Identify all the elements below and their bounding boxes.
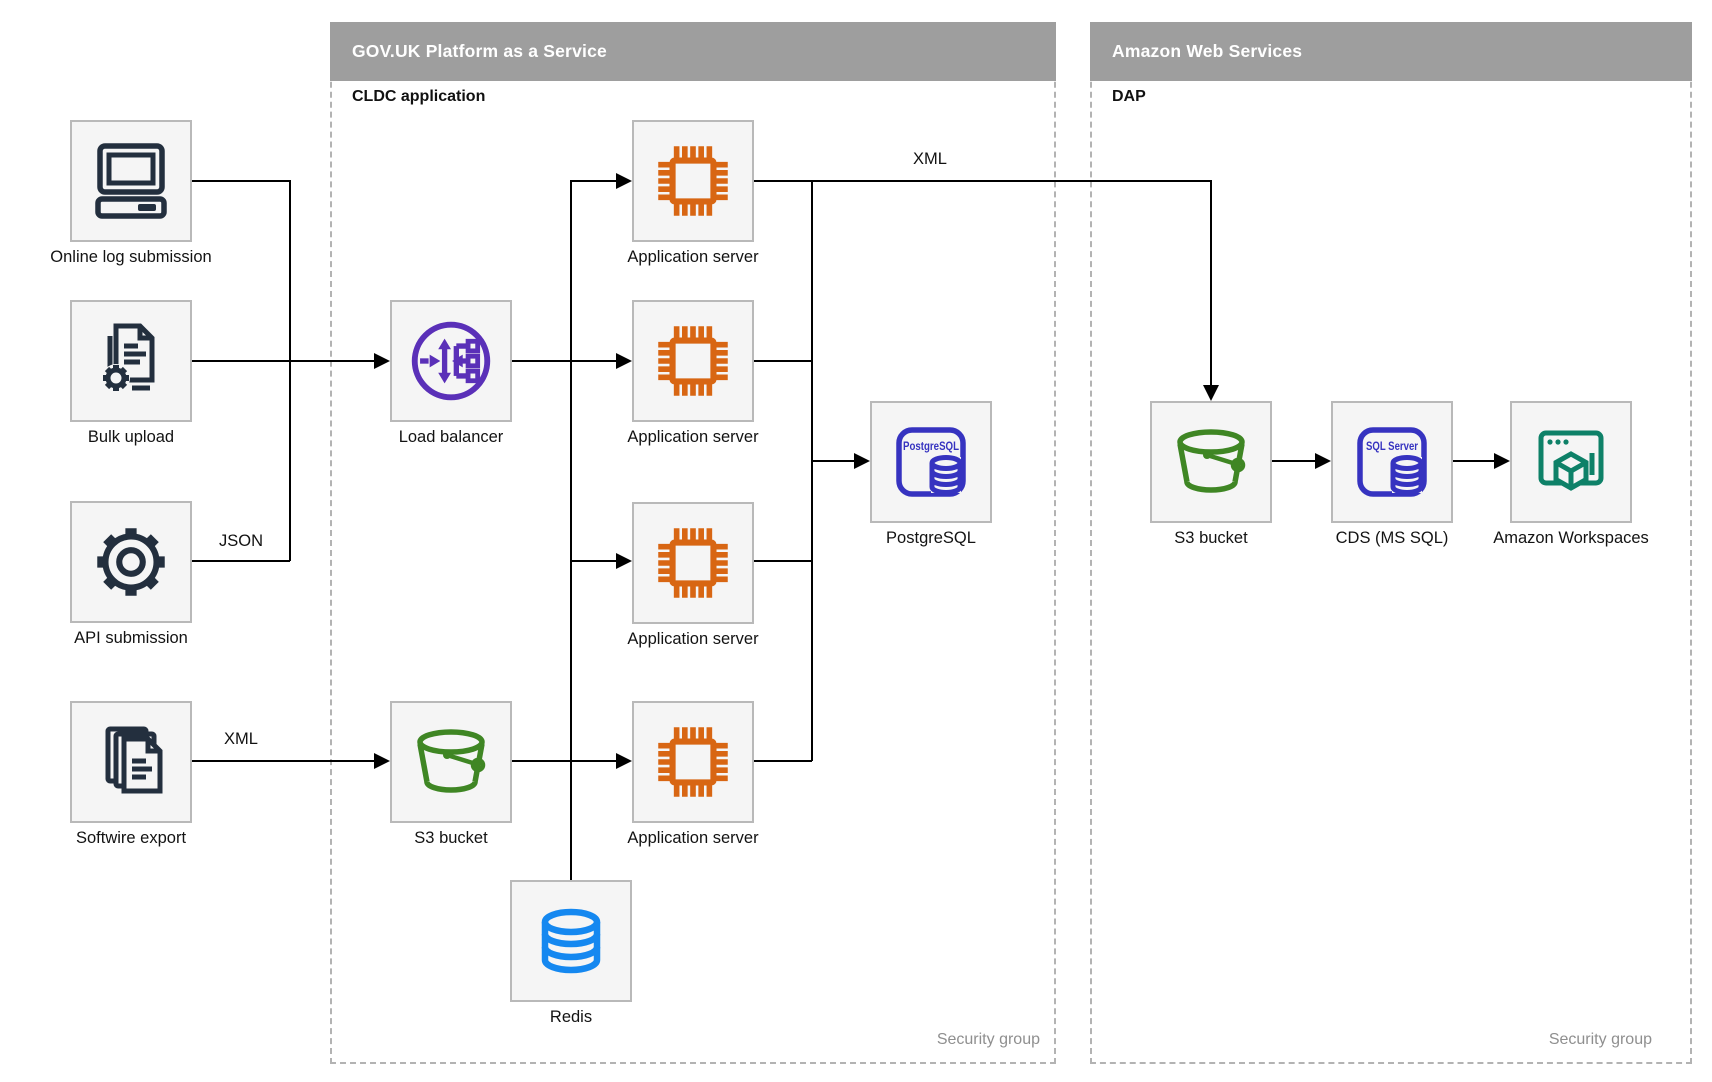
s3-bucket-icon <box>417 729 486 793</box>
edge-label-json: JSON <box>218 532 263 550</box>
arrowhead-into-app4 <box>616 753 632 769</box>
node-api-submission: API submission <box>70 501 192 647</box>
connector-s3aws-to-cds <box>1272 460 1315 462</box>
postgresql-icon: PostgreSQL <box>896 427 966 497</box>
connector-bulk-to-lb <box>192 360 374 362</box>
aws-header-bar: Amazon Web Services <box>1090 22 1692 81</box>
aws-container: Amazon Web Services <box>1090 22 1692 1064</box>
database-icon <box>541 908 601 974</box>
connector-bus-to-app3 <box>571 560 616 562</box>
node-application-server-2: Application server <box>627 300 759 446</box>
node-cds-ms-sql: SQL Server CDS (MS SQL) <box>1331 401 1453 547</box>
paas-sublabel: CLDC application <box>352 88 486 105</box>
arrowhead-into-cds <box>1315 453 1331 469</box>
arrowhead-into-postgresql <box>854 453 870 469</box>
connector-app3-out <box>754 560 812 562</box>
connector-junction-vertical <box>289 180 291 561</box>
arrowhead-into-workspaces <box>1494 453 1510 469</box>
connector-xml-down <box>1210 180 1212 385</box>
node-load-balancer: Load balancer <box>390 300 512 446</box>
node-bulk-upload: Bulk upload <box>70 300 192 446</box>
edge-label-xml-softwire: XML <box>224 730 258 748</box>
node-application-server-1: Application server <box>627 120 759 266</box>
gear-icon <box>97 528 165 596</box>
load-balancer-icon <box>411 321 491 401</box>
arrowhead-into-s3-aws <box>1203 385 1219 401</box>
connector-bus-to-app1 <box>571 180 616 182</box>
arrowhead-into-load-balancer <box>374 353 390 369</box>
edge-label-xml-top: XML <box>913 150 947 168</box>
node-softwire-export: Softwire export <box>70 701 192 847</box>
node-s3-bucket-aws: S3 bucket <box>1150 401 1272 547</box>
document-gear-icon <box>102 323 155 392</box>
paas-container: GOV.UK Platform as a Service <box>330 22 1056 1064</box>
connector-output-bus <box>811 180 813 761</box>
node-application-server-4: Application server <box>627 701 759 847</box>
svg-text:PostgreSQL: PostgreSQL <box>903 439 959 453</box>
connector-online-log <box>192 180 290 182</box>
arrowhead-into-app3 <box>616 553 632 569</box>
connector-app4-out <box>754 760 812 762</box>
connector-softwire-to-s3 <box>192 760 374 762</box>
node-redis: Redis <box>510 880 632 1026</box>
connector-xml-horizontal <box>754 180 1211 182</box>
aws-title: Amazon Web Services <box>1112 41 1303 61</box>
connector-lb-to-bus <box>512 360 616 362</box>
chip-icon <box>658 146 728 216</box>
chip-icon <box>658 326 728 396</box>
workspaces-icon <box>1538 430 1604 491</box>
arrowhead-into-app2 <box>616 353 632 369</box>
connector-app2-out <box>754 360 812 362</box>
paas-header-bar: GOV.UK Platform as a Service <box>330 22 1056 81</box>
connector-bus-to-postgresql <box>812 460 854 462</box>
paas-security-group-label: Security group <box>936 1031 1040 1048</box>
node-amazon-workspaces: Amazon Workspaces <box>1493 401 1649 547</box>
connector-api-json <box>192 560 290 562</box>
s3-bucket-icon <box>1177 429 1246 493</box>
node-application-server-3: Application server <box>627 502 759 648</box>
sql-server-icon: SQL Server <box>1357 427 1427 497</box>
connector-cds-to-workspaces <box>1453 460 1494 462</box>
chip-icon <box>658 528 728 598</box>
node-postgresql: PostgreSQL PostgreSQL <box>870 401 992 547</box>
aws-security-group-label: Security group <box>1548 1031 1652 1048</box>
arrowhead-into-s3-paas <box>374 753 390 769</box>
node-online-log-submission: Online log submission <box>50 120 212 266</box>
connector-s3-to-app4 <box>512 760 616 762</box>
paas-title: GOV.UK Platform as a Service <box>352 41 607 61</box>
node-s3-bucket-paas: S3 bucket <box>390 701 512 847</box>
arrowhead-into-app1 <box>616 173 632 189</box>
documents-stack-icon <box>105 726 163 794</box>
connector-input-bus <box>570 180 572 880</box>
computer-icon <box>95 143 167 219</box>
chip-icon <box>658 727 728 797</box>
svg-text:SQL Server: SQL Server <box>1366 439 1418 453</box>
aws-sublabel: DAP <box>1112 88 1146 105</box>
